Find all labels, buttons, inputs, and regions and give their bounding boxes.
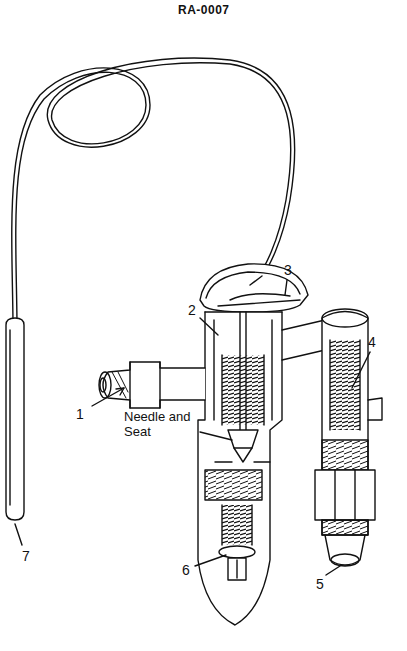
- callout-number: 1: [76, 406, 84, 422]
- callout-number: 7: [22, 548, 30, 564]
- callout-number: 4: [368, 334, 376, 350]
- figure-id: RA-0007: [178, 4, 230, 18]
- callout-number: 2: [188, 302, 196, 318]
- part-name: Needle and Seat: [124, 410, 198, 440]
- callout-number: 5: [316, 576, 324, 592]
- callout-number: 6: [182, 562, 190, 578]
- callout-number: 3: [284, 262, 292, 278]
